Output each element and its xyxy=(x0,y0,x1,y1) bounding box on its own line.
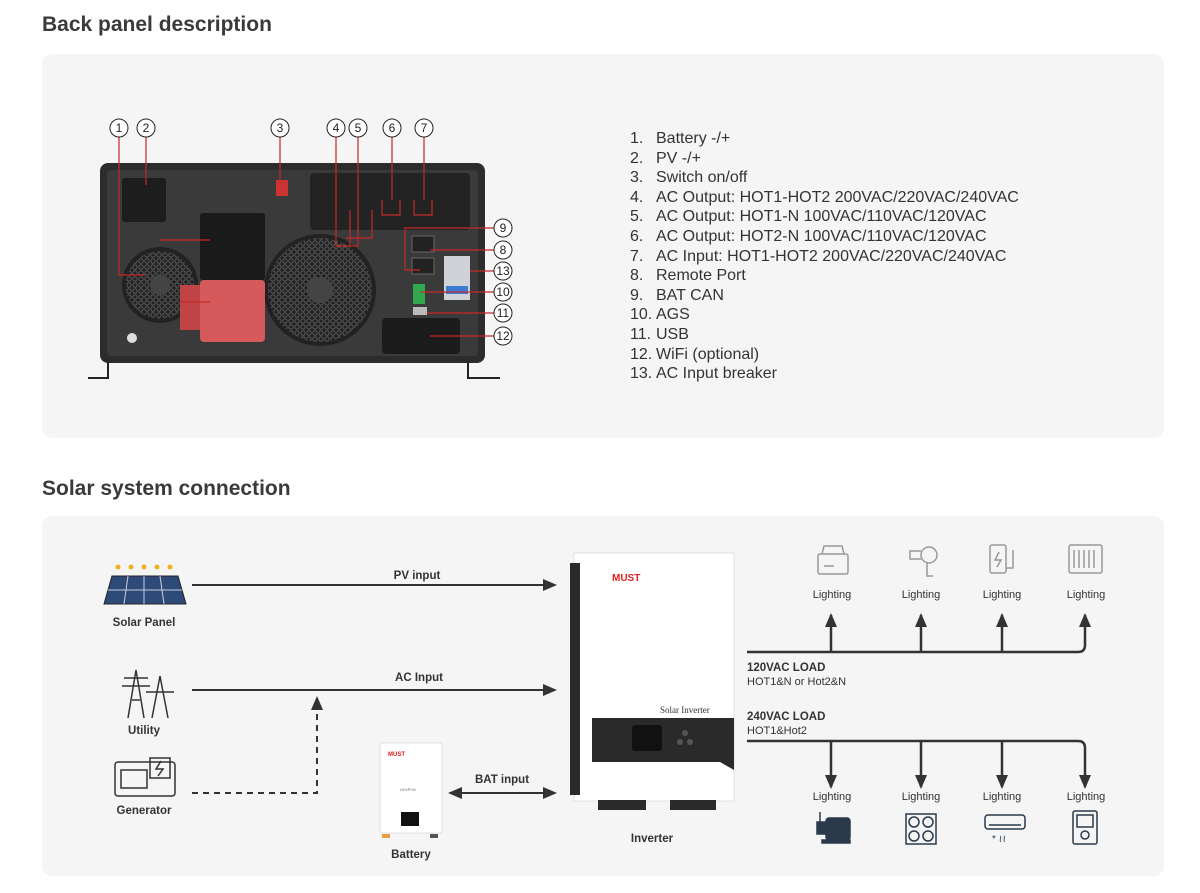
legend-item: 7.AC Input: HOT1-HOT2 200VAC/220VAC/240V… xyxy=(630,247,1007,265)
legend-item: 11.USB xyxy=(630,325,689,343)
water-pump-icon xyxy=(816,812,851,844)
load-240-item: Lighting xyxy=(813,791,852,803)
solar-connection-title: Solar system connection xyxy=(42,477,291,500)
air-conditioner-icon: * ≀≀ xyxy=(984,814,1026,845)
load-240-item: Lighting xyxy=(902,791,941,803)
battery-terminal-black xyxy=(200,213,265,280)
legend-item: 4.AC Output: HOT1-HOT2 200VAC/220VAC/240… xyxy=(630,188,1019,206)
load-120-item: Lighting xyxy=(813,589,852,601)
small-fan xyxy=(122,247,198,323)
legend-item: 8.Remote Port xyxy=(630,267,746,285)
inverter-back-panel: 1 2 3 4 5 6 7 9 8 13 10 11 12 xyxy=(88,118,513,379)
callout-8: 8 xyxy=(500,243,507,257)
water-heater-icon xyxy=(1072,810,1098,845)
callout-1: 1 xyxy=(116,121,123,135)
inverter-model: Solar Inverter xyxy=(660,705,710,715)
load-240-title: 240VAC LOAD xyxy=(747,711,825,723)
phone-charger-icon xyxy=(989,544,1014,574)
battery-type: LiFePO4 xyxy=(400,787,417,792)
load-120-subtitle: HOT1&N or Hot2&N xyxy=(747,676,846,688)
load-120-item: Lighting xyxy=(902,589,941,601)
callout-5: 5 xyxy=(355,121,362,135)
load-120-item: Lighting xyxy=(1067,589,1106,601)
callout-2: 2 xyxy=(143,121,150,135)
wifi-port xyxy=(382,318,460,354)
inverter-label: Inverter xyxy=(631,833,674,845)
utility-tower-icon xyxy=(122,669,174,719)
load-240-subtitle: HOT1&Hot2 xyxy=(747,725,807,737)
pv-terminal xyxy=(122,178,166,222)
ac-terminal-block xyxy=(310,173,470,230)
generator-icon xyxy=(114,757,176,797)
inverter-image: MUST Solar Inverter xyxy=(570,552,735,810)
solar-panel-label: Solar Panel xyxy=(113,617,176,629)
callout-9: 9 xyxy=(500,221,507,235)
load-240-bus xyxy=(747,739,1091,789)
callout-10: 10 xyxy=(496,285,510,299)
battery-image: MUST LiFePO4 xyxy=(379,742,443,838)
pv-input-label: PV input xyxy=(394,570,441,582)
legend-item: 6.AC Output: HOT2-N 100VAC/110VAC/120VAC xyxy=(630,227,987,245)
callout-7: 7 xyxy=(421,121,428,135)
callout-4: 4 xyxy=(333,121,340,135)
load-120-bus xyxy=(747,613,1091,654)
callout-6: 6 xyxy=(389,121,396,135)
battery-brand: MUST xyxy=(388,752,405,758)
load-120-title: 120VAC LOAD xyxy=(747,662,825,674)
callout-13: 13 xyxy=(496,264,510,278)
legend-item: 3.Switch on/off xyxy=(630,169,748,187)
heater-icon xyxy=(1068,544,1103,574)
legend-item: 10.AGS xyxy=(630,306,690,324)
hair-dryer-icon xyxy=(909,546,938,577)
callout-12: 12 xyxy=(496,329,510,343)
generator-dashed-arrow xyxy=(192,696,323,794)
load-240-item: Lighting xyxy=(1067,791,1106,803)
svg-text:* ≀≀: * ≀≀ xyxy=(992,834,1006,845)
callout-11: 11 xyxy=(497,306,510,320)
toaster-icon xyxy=(817,545,849,575)
bat-input-label: BAT input xyxy=(475,774,529,786)
legend-item: 13.AC Input breaker xyxy=(630,365,777,383)
load-120-item: Lighting xyxy=(983,589,1022,601)
solar-panel-icon xyxy=(103,564,187,605)
legend-item: 2.PV -/+ xyxy=(630,149,701,167)
legend-item: 9.BAT CAN xyxy=(630,286,724,304)
battery-terminal-red xyxy=(200,280,265,342)
inverter-brand: MUST xyxy=(612,573,640,584)
load-240-item: Lighting xyxy=(983,791,1022,803)
back-panel-legend: 1.Battery -/+ 2.PV -/+ 3.Switch on/off 4… xyxy=(630,129,1019,384)
legend-item: 1.Battery -/+ xyxy=(630,130,731,147)
callout-3: 3 xyxy=(277,121,284,135)
back-panel-title: Back panel description xyxy=(42,13,272,36)
stove-icon xyxy=(905,813,937,845)
ac-input-label: AC Input xyxy=(395,672,443,684)
large-fan xyxy=(264,234,376,346)
legend-item: 12.WiFi (optional) xyxy=(630,345,760,363)
power-switch xyxy=(276,180,288,196)
generator-label: Generator xyxy=(117,805,172,817)
utility-label: Utility xyxy=(128,725,161,737)
battery-label: Battery xyxy=(391,849,431,861)
legend-item: 5.AC Output: HOT1-N 100VAC/110VAC/120VAC xyxy=(630,208,987,226)
